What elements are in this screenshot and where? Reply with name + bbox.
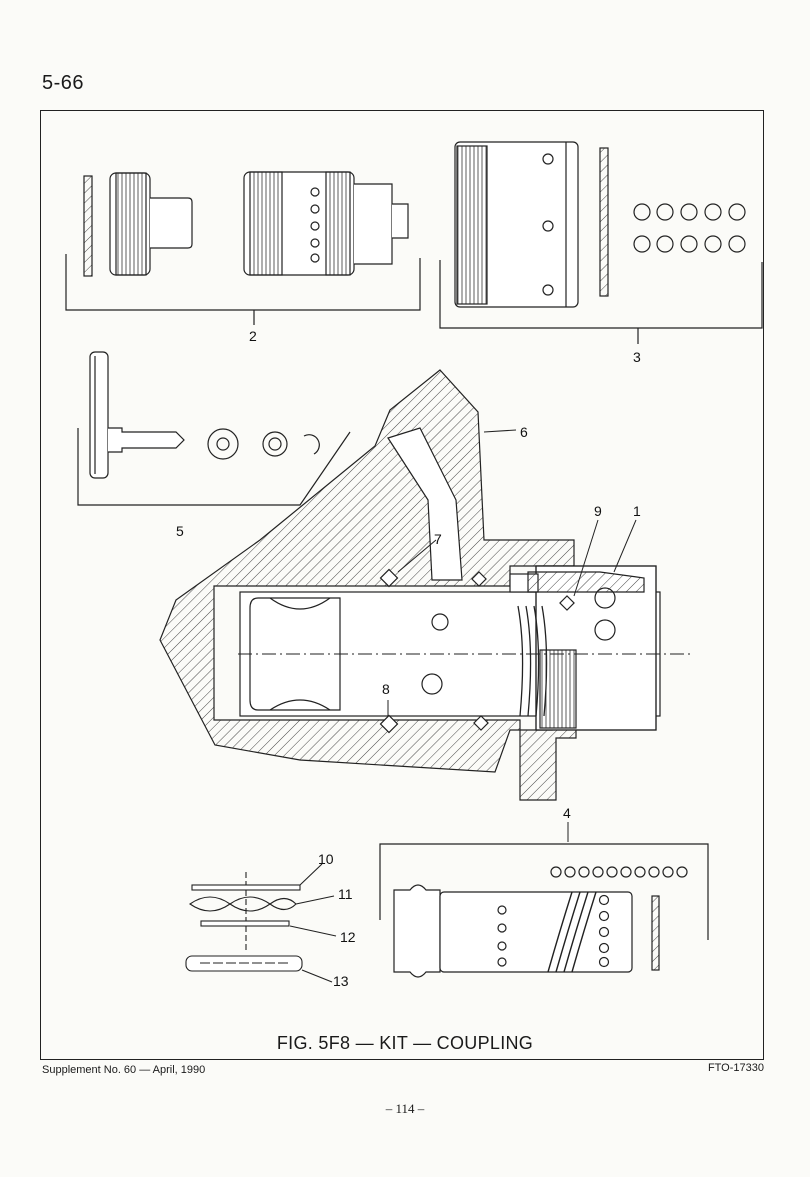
page-number: 5-66 [42, 72, 85, 94]
callout-1: 1 [633, 503, 641, 519]
drawing-code: FTO-17330 [707, 1062, 764, 1074]
page-footer-number: – 114 – [385, 1101, 425, 1116]
supplement-note: Supplement No. 60 — April, 1990 [42, 1064, 206, 1076]
callout-7: 7 [434, 531, 442, 547]
callout-4: 4 [563, 805, 571, 821]
callout-12: 12 [340, 929, 356, 945]
callout-13: 13 [333, 973, 349, 989]
callout-6: 6 [520, 424, 528, 440]
loose-parts [185, 863, 337, 983]
callout-9: 9 [594, 503, 602, 519]
kit-3-parts [439, 141, 763, 344]
kit-4-parts [379, 843, 709, 978]
coupling-cross-section [159, 369, 690, 801]
kit-2-parts [65, 171, 421, 325]
callout-3: 3 [633, 349, 641, 365]
callout-2: 2 [249, 328, 257, 344]
figure-title: FIG. 5F8 — KIT — COUPLING [276, 1033, 534, 1053]
kit-5-parts [77, 351, 351, 506]
figure-frame [40, 110, 764, 1060]
callout-8: 8 [382, 681, 390, 697]
callout-5: 5 [176, 523, 184, 539]
callout-11: 11 [338, 886, 353, 902]
callout-10: 10 [318, 851, 334, 867]
